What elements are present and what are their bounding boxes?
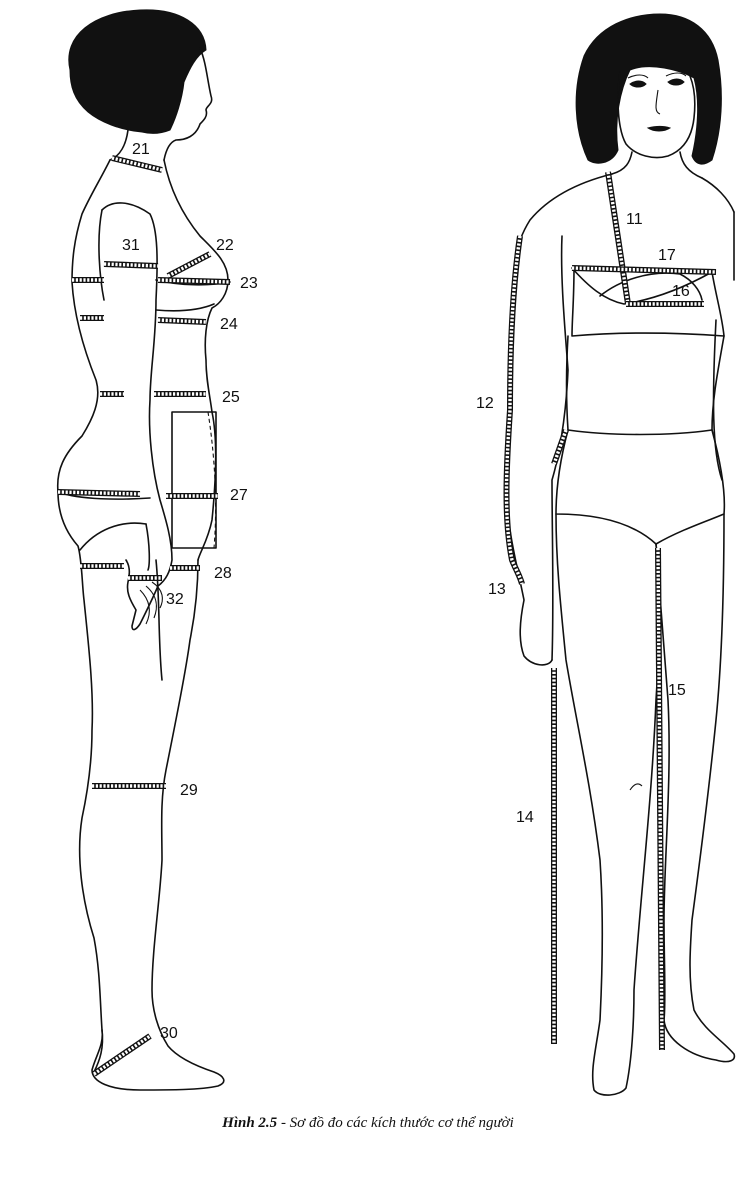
label-11: 11 xyxy=(626,211,643,228)
label-21: 21 xyxy=(132,141,150,158)
front-tapes xyxy=(503,171,717,1051)
tape-27 xyxy=(57,489,218,499)
label-15: 15 xyxy=(668,682,686,699)
tape-11 xyxy=(605,171,631,305)
caption-text: - Sơ đồ đo các kích thước cơ thể người xyxy=(277,1115,514,1131)
label-30: 30 xyxy=(160,1025,178,1042)
tape-30 xyxy=(92,1033,152,1077)
tape-15 xyxy=(655,547,665,1051)
tape-17 xyxy=(571,265,717,275)
label-13: 13 xyxy=(488,581,506,598)
tape-24 xyxy=(80,315,207,325)
label-12: 12 xyxy=(476,395,494,412)
tape-21 xyxy=(111,155,163,173)
label-32: 32 xyxy=(166,591,184,608)
side-hair xyxy=(68,9,207,134)
front-hair xyxy=(575,13,722,165)
label-25: 25 xyxy=(222,389,240,406)
figure-caption: Hình 2.5 - Sơ đồ đo các kích thước cơ th… xyxy=(0,1115,736,1132)
label-24: 24 xyxy=(220,316,238,333)
tape-31 xyxy=(103,261,159,269)
measurement-labels: 21 31 22 23 24 25 27 28 32 29 30 11 17 1… xyxy=(122,141,690,1042)
label-16: 16 xyxy=(672,283,690,300)
label-14: 14 xyxy=(516,809,534,826)
label-17: 17 xyxy=(658,247,676,264)
caption-figure-number: Hình 2.5 xyxy=(222,1115,278,1131)
label-23: 23 xyxy=(240,275,258,292)
tape-22 xyxy=(166,251,212,279)
label-29: 29 xyxy=(180,782,198,799)
tape-23 xyxy=(72,277,231,285)
tape-13-side xyxy=(551,429,569,465)
label-28: 28 xyxy=(214,565,232,582)
label-22: 22 xyxy=(216,237,234,254)
label-27: 27 xyxy=(230,487,248,504)
tape-12 xyxy=(503,235,525,585)
side-tapes xyxy=(57,155,231,1077)
label-31: 31 xyxy=(122,237,140,254)
front-view-figure xyxy=(504,13,736,1096)
tape-28 xyxy=(80,563,200,571)
